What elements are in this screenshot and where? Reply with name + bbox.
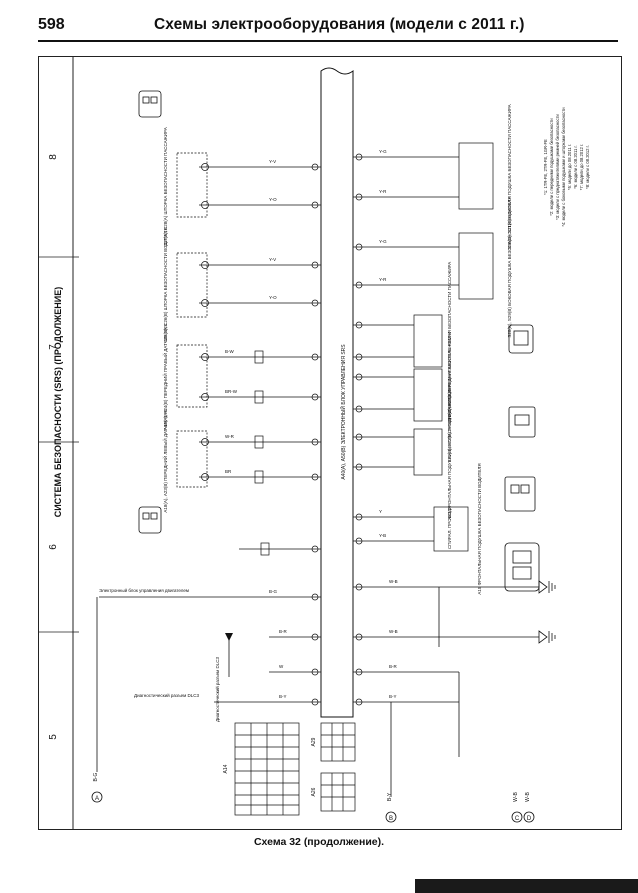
inline-connectors bbox=[254, 350, 270, 556]
wire-color: BR-W bbox=[225, 389, 238, 394]
ref-wire: W-B bbox=[525, 792, 531, 802]
legend-note: *1: 1TR-FE, 2TR-FE, 1GR-FE bbox=[543, 139, 548, 195]
connector-id: A29 bbox=[311, 737, 317, 746]
column-number: 8 bbox=[48, 154, 59, 160]
wire-color-labels: Y-V Y-O Y-V Y-O B-W BR-W W-R BR B-G B-R … bbox=[225, 149, 398, 699]
side-bag-r-label: S30(B), S31(B) БОКОВАЯ ПОДУШКА БЕЗОПАСНО… bbox=[507, 104, 512, 249]
left-refs: A B-G B B-Y C W-B D W-B bbox=[91, 772, 535, 823]
wire-color: W bbox=[279, 664, 284, 669]
page-header: 598 Схемы электрооборудования (модели с … bbox=[38, 14, 618, 42]
ref-wire: B-G bbox=[93, 772, 99, 781]
ref-label: D bbox=[527, 816, 532, 822]
wire-color: W-R bbox=[225, 434, 235, 439]
wire-color: Y-V bbox=[269, 159, 276, 164]
footer-bar bbox=[415, 879, 638, 893]
legend-note: *2: модели с передними подушками безопас… bbox=[549, 118, 554, 216]
left-terminals bbox=[201, 163, 209, 481]
legend-notes: *1: 1TR-FE, 2TR-FE, 1GR-FE *2: модели с … bbox=[543, 107, 590, 227]
wire-color: Y-O bbox=[269, 295, 277, 300]
wires-right bbox=[353, 156, 539, 797]
right-connector-icons bbox=[504, 324, 540, 592]
legend-note: *7: модели до 08.2012 г. bbox=[579, 144, 584, 190]
wire-color: Y-G bbox=[379, 239, 387, 244]
connector-tables bbox=[234, 722, 356, 816]
pass-bag-label: А33 ФРОНТАЛЬНАЯ ПОДУШКА БЕЗОПАСНОСТИ ПАС… bbox=[447, 384, 452, 519]
right-component-labels: S30(B), S31(B) БОКОВАЯ ПОДУШКА БЕЗОПАСНО… bbox=[447, 104, 512, 594]
wire-color: Y-B bbox=[379, 533, 386, 538]
ref-label: C bbox=[515, 816, 520, 822]
legend-note: *5: модели до 08.2011 г. bbox=[567, 144, 572, 190]
connector-ids: A14 A26 A29 bbox=[223, 737, 317, 796]
wire-color: B-Y bbox=[279, 694, 287, 699]
spiral-label: СПИРАЛ. ПРОВОД bbox=[447, 509, 452, 549]
dlc3-label: Диагностический разъем DLC3 bbox=[214, 657, 220, 722]
wire-color: BR bbox=[225, 469, 232, 474]
wire-color: Y-V bbox=[269, 257, 276, 262]
legend-note: *3: модели с преднатяжителями ремней без… bbox=[555, 113, 560, 219]
connector-id: A26 bbox=[311, 787, 317, 796]
wiring-diagram: 5 6 7 8 СИСТЕМА БЕЗОПАСНОСТИ (SRS) (ПРОД… bbox=[39, 57, 590, 829]
wire-color: Y-O bbox=[269, 197, 277, 202]
diagram-frame: 5 6 7 8 СИСТЕМА БЕЗОПАСНОСТИ (SRS) (ПРОД… bbox=[38, 56, 622, 830]
column-number: 7 bbox=[48, 344, 59, 350]
wire-color: B-R bbox=[389, 664, 398, 669]
figure-caption: Схема 32 (продолжение). bbox=[253, 836, 385, 848]
engine-ecu-label: Электронный блок управления двигателем bbox=[99, 587, 189, 593]
wire-color: Y-R bbox=[379, 189, 387, 194]
column-numbers: 5 6 7 8 bbox=[48, 154, 59, 740]
ref-wire: B-Y bbox=[387, 792, 393, 801]
left-component-labels: С27(А), С28(А) ШТОРКА БЕЗОПАСНОСТИ ПАССА… bbox=[161, 127, 168, 512]
ground-symbols bbox=[538, 580, 556, 644]
dlc3-group: Диагностический разъем DLC3 Диагностичес… bbox=[134, 633, 233, 722]
legend-note: *8: модели с 08.2012 г. bbox=[585, 145, 590, 189]
column-number: 6 bbox=[48, 544, 59, 550]
page-title: Схемы электрооборудования (модели с 2011… bbox=[154, 16, 525, 33]
srs-ecu-label: А40(А), А50(В) ЭЛЕКТРОННЫЙ БЛОК УПРАВЛЕН… bbox=[339, 344, 347, 480]
right-component-boxes bbox=[413, 142, 494, 552]
front-sensor-r-label: А19(А), А24(В) ПЕРЕДНИЙ ПРАВЫЙ ДАТЧИК SR… bbox=[161, 324, 168, 430]
connector-id: A14 bbox=[223, 764, 229, 773]
page-number: 598 bbox=[38, 16, 65, 33]
front-sensor-l-label: А18(А), А23(В) ПЕРЕДНИЙ ЛЕВЫЙ ДАТЧИК SRS bbox=[161, 409, 168, 512]
srs-ecu-block: А40(А), А50(В) ЭЛЕКТРОННЫЙ БЛОК УПРАВЛЕН… bbox=[320, 67, 354, 718]
left-component-boxes bbox=[176, 152, 208, 488]
ecu-terminals bbox=[311, 153, 363, 706]
curtain-left-label: С25(В), С26(В) ШТОРКА БЕЗОПАСНОСТИ ВОДИТ… bbox=[163, 227, 168, 342]
driver-bag-label: А15 ФРОНТАЛЬНАЯ ПОДУШКА БЕЗОПАСНОСТИ ВОД… bbox=[477, 463, 482, 594]
wire-color: Y-G bbox=[379, 149, 387, 154]
side-bag-l-label: S28(B), S29(B) БОКОВАЯ ПОДУШКА БЕЗОПАСНО… bbox=[507, 196, 512, 337]
wire-color: B-Y bbox=[389, 694, 397, 699]
section-title: СИСТЕМА БЕЗОПАСНОСТИ (SRS) (ПРОДОЛЖЕНИЕ) bbox=[53, 287, 63, 518]
ref-wire: W-B bbox=[513, 792, 519, 802]
dlc3-label: Диагностический разъем DLC3 bbox=[134, 692, 199, 698]
ref-label: B bbox=[389, 816, 393, 822]
wire-color: Y bbox=[379, 509, 382, 514]
wire-color: B-R bbox=[279, 629, 288, 634]
wire-color: W-B bbox=[389, 629, 398, 634]
pret-r-label: F70(B), P70(B) ПРЕДНАТЯЖИТЕЛЬ РЕМНЯ БЕЗО… bbox=[447, 262, 452, 423]
wires-left bbox=[96, 166, 321, 772]
ref-label: A bbox=[95, 796, 99, 802]
pret-l-label: F71(B), F72(B) ПРЕДНАТЯЖИТЕЛЬ РЕМНЯ БЕЗО… bbox=[447, 332, 452, 462]
wire-color: B-W bbox=[225, 349, 235, 354]
column-number: 5 bbox=[48, 734, 59, 740]
connector-icons bbox=[138, 90, 162, 534]
curtain-right-label: С27(А), С28(А) ШТОРКА БЕЗОПАСНОСТИ ПАССА… bbox=[163, 127, 168, 246]
wire-color: Y-R bbox=[379, 277, 387, 282]
wire-color: B-G bbox=[269, 589, 278, 594]
wire-color: W-B bbox=[389, 579, 398, 584]
legend-note: *4: модели с боковыми подушками и шторка… bbox=[561, 107, 566, 227]
legend-note: *6: модели с 08.2011 г. bbox=[573, 145, 578, 188]
